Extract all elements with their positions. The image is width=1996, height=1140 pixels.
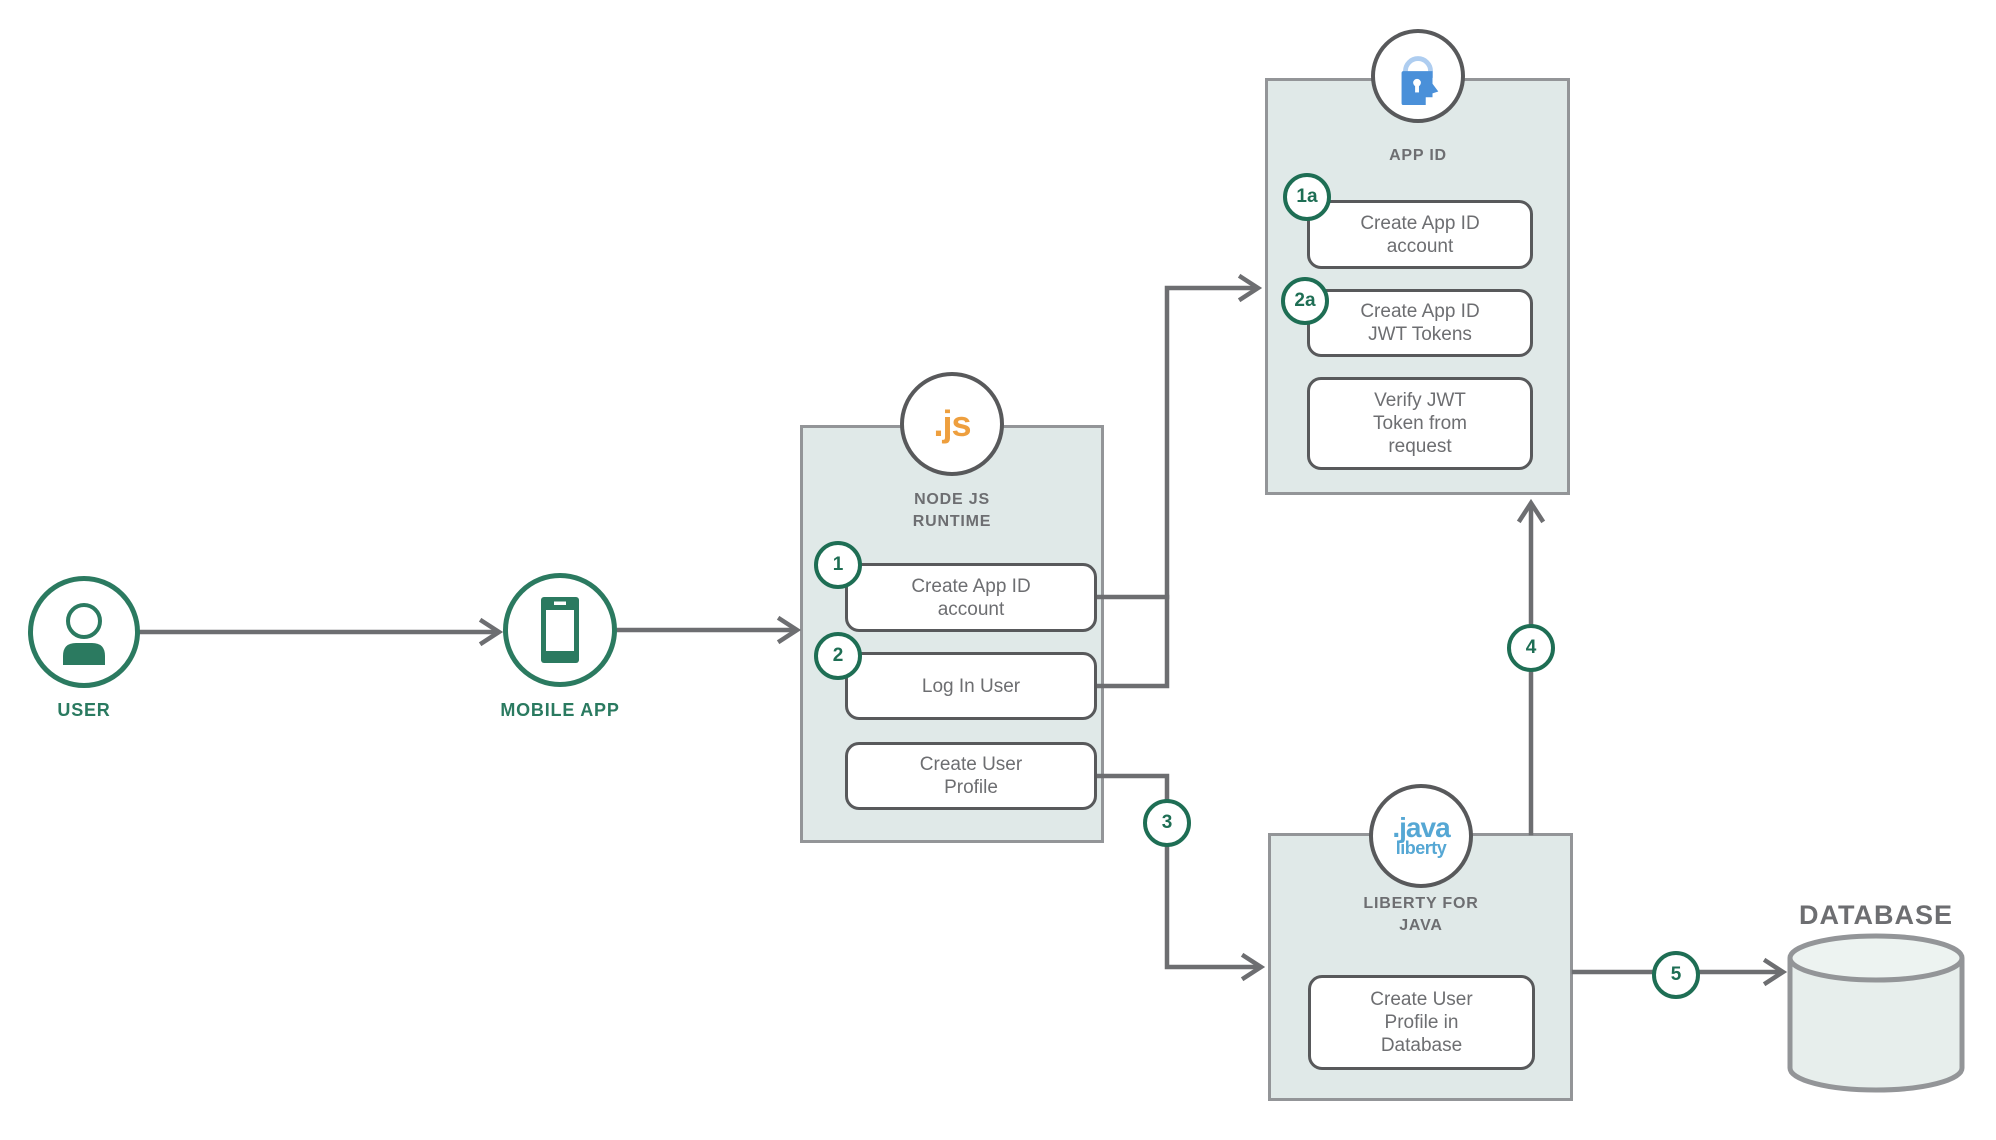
- badge-step-2: 2: [814, 632, 862, 680]
- app-id-lock-head-icon: [1401, 56, 1439, 105]
- user-node: [28, 576, 140, 688]
- step-label: Create App ID JWT Tokens: [1360, 301, 1480, 345]
- java-liberty-icon: .java: [1392, 812, 1450, 843]
- app-id-title: APP ID: [1389, 147, 1447, 164]
- step-label: Log In User: [921, 675, 1021, 697]
- arrow-node-to-liberty: [1094, 773, 1260, 970]
- badge-step-5: 5: [1652, 951, 1700, 999]
- badge-step-4: 4: [1507, 624, 1555, 672]
- mobile-app-node: [503, 573, 617, 687]
- step-label: Create User Profile: [919, 754, 1023, 798]
- step-appid-create-account: Create App ID account: [1307, 200, 1533, 269]
- nodejs-icon: .js: [933, 403, 971, 444]
- user-icon: [63, 603, 105, 665]
- database-label: DATABASE: [1799, 900, 1953, 930]
- arrowhead-liberty-to-database: [1762, 957, 1788, 987]
- step-label: Create User Profile in Database: [1370, 989, 1473, 1056]
- badge-step-2a: 2a: [1281, 277, 1329, 325]
- step-appid-verify-jwt: Verify JWT Token from request: [1307, 377, 1533, 470]
- liberty-icon-circle: .java liberty: [1369, 784, 1473, 888]
- arrow-node-to-appid: [1094, 285, 1257, 689]
- mobile-phone-icon: [541, 597, 579, 663]
- arrowhead-mobile-to-node: [776, 615, 802, 645]
- badge-step-1a: 1a: [1283, 173, 1331, 221]
- step-create-user-profile: Create User Profile: [845, 742, 1097, 810]
- badge-step-3: 3: [1143, 799, 1191, 847]
- mobile-app-label: MOBILE APP: [500, 700, 620, 720]
- step-label: Verify JWT Token from request: [1373, 390, 1467, 457]
- arrowhead-node-to-liberty: [1240, 952, 1266, 982]
- step-create-appid-account: Create App ID account: [845, 563, 1097, 632]
- step-create-user-profile-db: Create User Profile in Database: [1308, 975, 1535, 1070]
- nodejs-icon-circle: .js: [900, 372, 1004, 476]
- arrowhead-node-to-appid: [1237, 273, 1263, 303]
- liberty-title: LIBERTY FOR JAVA: [1363, 895, 1479, 934]
- step-log-in-user: Log In User: [845, 652, 1097, 720]
- app-id-icon-circle: [1371, 29, 1465, 123]
- badge-step-1: 1: [814, 541, 862, 589]
- step-label: Create App ID account: [1360, 212, 1480, 257]
- arrowhead-liberty-to-appid: [1516, 498, 1546, 524]
- step-label: Create App ID account: [911, 575, 1031, 620]
- user-label: USER: [57, 700, 111, 720]
- step-appid-create-jwt: Create App ID JWT Tokens: [1307, 289, 1533, 357]
- arrowhead-user-to-mobile: [478, 617, 504, 647]
- nodejs-runtime-title: NODE JS RUNTIME: [912, 491, 992, 530]
- database-cylinder-icon: [1787, 933, 1965, 1093]
